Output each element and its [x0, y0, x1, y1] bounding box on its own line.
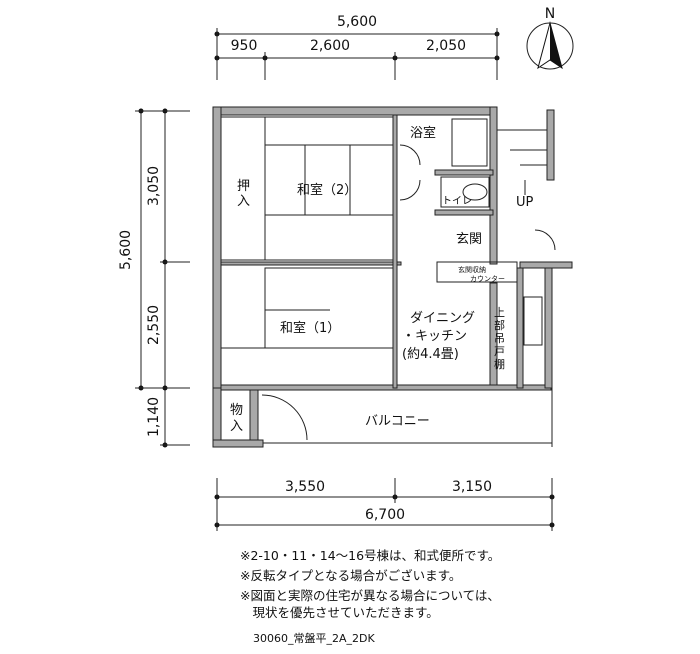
room-washitsu-1: 和室（1）	[280, 320, 340, 336]
left-dimension-lines	[135, 108, 190, 448]
room-toilet: トイレ	[442, 196, 472, 207]
room-bath: 浴室	[410, 125, 436, 141]
room-dk-1: ダイニング	[410, 311, 475, 326]
note-2: ※反転タイプとなる場合がございます。	[240, 568, 462, 583]
dim-left-total: 5,600	[118, 230, 134, 270]
dim-top-total: 5,600	[337, 14, 377, 30]
bottom-dimension-lines	[214, 478, 555, 531]
room-balcony: バルコニー	[365, 414, 430, 429]
note-1: ※2-10・11・14〜16号棟は、和式便所です。	[240, 548, 501, 563]
dim-top-2: 2,600	[310, 38, 350, 54]
room-storage-1: 物	[230, 403, 243, 418]
dim-top-1: 950	[231, 38, 258, 54]
north-arrow-icon	[526, 21, 574, 70]
room-dk-2: ・キッチン	[402, 329, 467, 344]
top-dimension-lines	[214, 28, 500, 80]
svg-text:吊: 吊	[494, 332, 505, 345]
tatami-lines	[220, 116, 556, 441]
dim-bottom-1: 3,550	[285, 479, 325, 495]
dim-bottom-total: 6,700	[365, 507, 405, 523]
room-dk-3: (約4.4畳)	[402, 347, 459, 362]
room-closet-2: 入	[237, 194, 250, 209]
svg-text:戸: 戸	[494, 345, 505, 358]
footer-id: 30060_常盤平_2A_2DK	[253, 632, 375, 645]
dim-left-3: 1,140	[146, 397, 162, 437]
room-storage-2: 入	[230, 419, 243, 434]
room-entrance: 玄関	[456, 232, 482, 247]
note-3: ※図面と実際の住宅が異なる場合については、	[240, 588, 500, 603]
svg-text:部: 部	[494, 318, 505, 332]
room-closet-1: 押	[237, 179, 250, 194]
entrance-storage: 玄関収納	[458, 265, 486, 274]
note-4: 現状を優先させていただきます。	[240, 605, 439, 620]
dim-left-1: 3,050	[146, 166, 162, 206]
svg-text:上: 上	[494, 306, 505, 319]
room-washitsu-2: 和室（2）	[297, 182, 357, 198]
counter: カウンター	[470, 274, 505, 283]
dim-left-2: 2,550	[146, 305, 162, 345]
compass-label: N	[545, 6, 555, 22]
dim-bottom-2: 3,150	[452, 479, 492, 495]
stairs-up: UP	[516, 195, 534, 210]
dim-top-3: 2,050	[426, 38, 466, 54]
upper-cabinet-label: 上 部 吊 戸 棚	[494, 306, 505, 371]
svg-text:棚: 棚	[494, 357, 505, 371]
